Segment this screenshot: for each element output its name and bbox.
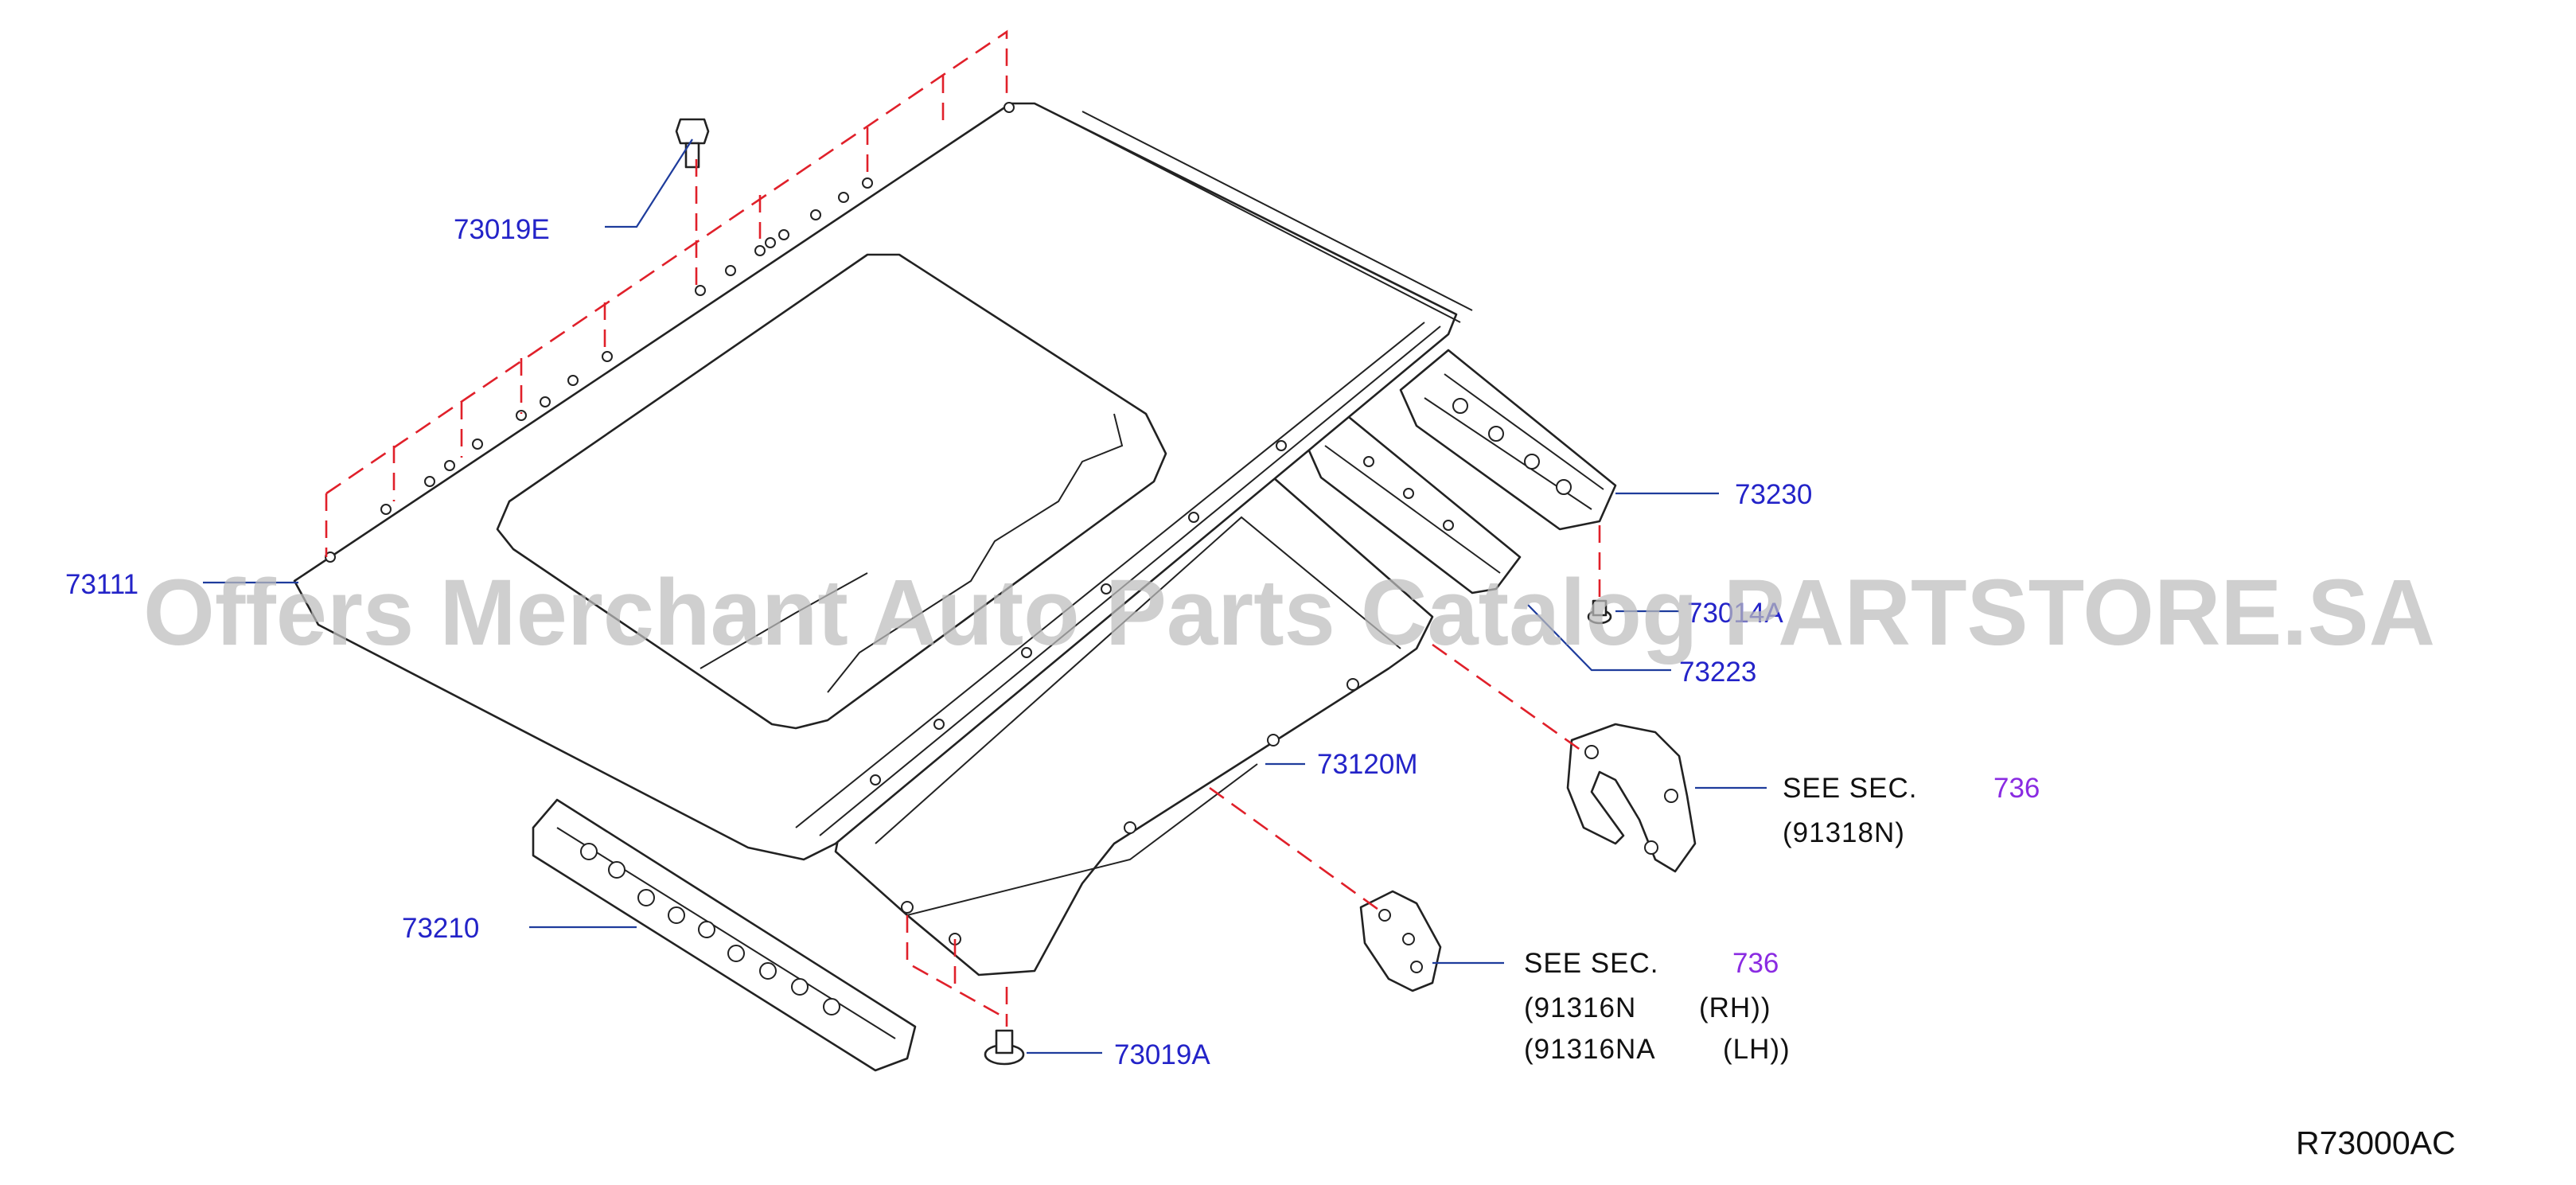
see-sec-ref: (91318N) bbox=[1783, 817, 1905, 848]
label-73223[interactable]: 73223 bbox=[1679, 657, 1756, 688]
clip-73019A-icon[interactable] bbox=[984, 1029, 1025, 1066]
see-sec-side-rh: (RH)) bbox=[1699, 992, 1771, 1023]
middle-cross-rail-73223[interactable] bbox=[1304, 412, 1522, 594]
see-sec-ref-rh: (91316N bbox=[1524, 992, 1636, 1023]
see-section-ref-1[interactable]: SEE SEC. 736 (91318N) bbox=[1783, 773, 2040, 848]
assembly-dashed-lines bbox=[325, 29, 1601, 1027]
see-sec-ref-lh: (91316NA bbox=[1524, 1034, 1656, 1065]
bracket-91316N[interactable] bbox=[1359, 890, 1442, 992]
see-sec-side-lh: (LH)) bbox=[1723, 1034, 1791, 1065]
label-73019E[interactable]: 73019E bbox=[454, 214, 550, 245]
watermark: Offers Merchant Auto Parts Catalog PARTS… bbox=[143, 560, 2435, 665]
bracket-91318N[interactable] bbox=[1566, 723, 1697, 873]
see-sec-text: SEE SEC. bbox=[1524, 948, 1658, 979]
see-section-ref-2[interactable]: SEE SEC. 736 (91316N (RH)) (91316NA (LH)… bbox=[1524, 948, 1791, 1065]
bolt-73019E-icon[interactable] bbox=[675, 118, 710, 169]
see-sec-text: SEE SEC. bbox=[1783, 773, 1917, 804]
see-sec-number[interactable]: 736 bbox=[1993, 773, 2040, 804]
label-73111[interactable]: 73111 bbox=[65, 569, 138, 600]
label-73230[interactable]: 73230 bbox=[1735, 479, 1812, 510]
label-73120M[interactable]: 73120M bbox=[1317, 749, 1417, 780]
label-73019A[interactable]: 73019A bbox=[1114, 1039, 1210, 1070]
leader-lines bbox=[203, 138, 1767, 1054]
rear-cross-rail-73230[interactable] bbox=[1399, 349, 1617, 531]
label-73014A[interactable]: 73014A bbox=[1687, 598, 1783, 629]
front-cross-rail-73210[interactable] bbox=[532, 798, 917, 1072]
roof-panel-73111[interactable] bbox=[293, 102, 1473, 861]
clip-73014A-icon[interactable] bbox=[1587, 599, 1612, 625]
label-73210[interactable]: 73210 bbox=[402, 913, 479, 944]
see-sec-number[interactable]: 736 bbox=[1732, 948, 1779, 979]
diagram-code: R73000AC bbox=[2296, 1125, 2456, 1161]
